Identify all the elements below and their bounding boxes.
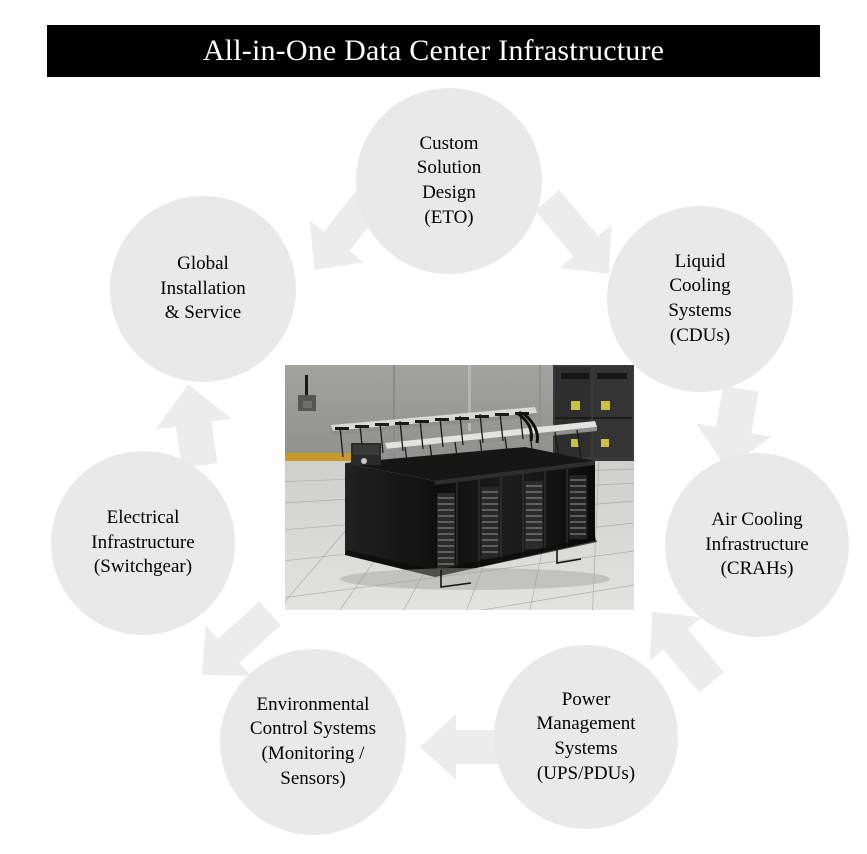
node-label-liquid-cooling-systems: Liquid Cooling Systems (CDUs) <box>668 250 732 346</box>
node-label-power-management-systems: Power Management Systems (UPS/PDUs) <box>536 688 636 784</box>
node-label-global-installation-service: Global Installation & Service <box>160 252 246 324</box>
arrow-electrical-to-global <box>142 376 246 476</box>
node-environmental-control-systems[interactable]: Environmental Control Systems (Monitorin… <box>220 649 406 835</box>
node-power-management-systems[interactable]: Power Management Systems (UPS/PDUs) <box>494 645 678 829</box>
arrow-power-to-environmental <box>412 702 518 792</box>
node-air-cooling-infrastructure[interactable]: Air Cooling Infrastructure (CRAHs) <box>665 453 849 637</box>
center-datacenter-photo <box>285 365 634 610</box>
node-label-environmental-control-systems: Environmental Control Systems (Monitorin… <box>249 693 377 789</box>
arrow-design-to-liquid <box>522 190 634 284</box>
node-label-electrical-infrastructure: Electrical Infrastructure (Switchgear) <box>91 506 195 578</box>
title-banner: All-in-One Data Center Infrastructure <box>47 25 820 77</box>
node-liquid-cooling-systems[interactable]: Liquid Cooling Systems (CDUs) <box>607 206 793 392</box>
node-label-custom-solution-design: Custom Solution Design (ETO) <box>416 132 482 228</box>
node-custom-solution-design[interactable]: Custom Solution Design (ETO) <box>356 88 542 274</box>
node-electrical-infrastructure[interactable]: Electrical Infrastructure (Switchgear) <box>51 451 235 635</box>
page-title: All-in-One Data Center Infrastructure <box>202 34 665 67</box>
arrow-liquid-to-air <box>682 378 786 478</box>
arrow-environmental-to-electrical <box>182 596 290 692</box>
node-label-air-cooling-infrastructure: Air Cooling Infrastructure (CRAHs) <box>705 508 809 580</box>
node-global-installation-service[interactable]: Global Installation & Service <box>110 196 296 382</box>
arrow-air-to-power <box>628 600 736 694</box>
